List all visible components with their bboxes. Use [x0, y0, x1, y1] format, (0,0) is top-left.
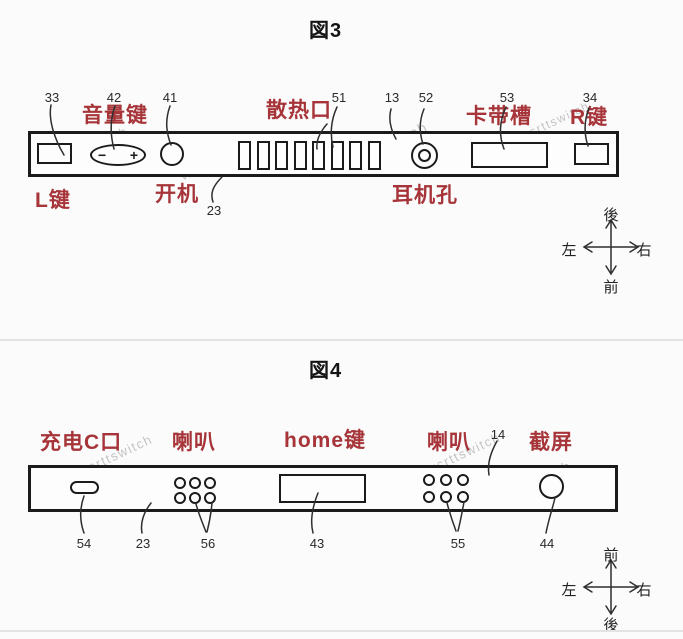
speaker-hole: [440, 474, 452, 486]
part-number-41: 41: [162, 90, 178, 105]
part-number-52: 52: [418, 90, 434, 105]
label-speaker-left: 喇叭: [172, 431, 216, 454]
compass-left-label: 左: [561, 582, 577, 599]
speaker-hole: [204, 477, 216, 489]
l-button: [37, 143, 72, 164]
speaker-hole: [457, 491, 469, 503]
label-charge-port: 充电C口: [40, 431, 123, 454]
vent-slot: [367, 141, 381, 170]
part-number-34: 34: [582, 90, 598, 105]
power-button: [160, 142, 184, 166]
volume-rocker: − +: [90, 144, 146, 166]
part-number-13: 13: [384, 90, 400, 105]
speaker-hole: [189, 492, 201, 504]
label-r-key: R键: [570, 106, 609, 129]
vent-slot: [330, 141, 344, 170]
compass-back-label: 後: [603, 617, 619, 634]
vent-slot: [238, 141, 251, 170]
label-card-slot: 卡带槽: [466, 105, 532, 128]
section-divider: [0, 339, 683, 341]
r-button: [574, 143, 609, 165]
part-number-56: 56: [200, 536, 216, 551]
leader-23: [211, 176, 223, 203]
part-number-23: 23: [206, 203, 222, 218]
label-cooling-vent: 散热口: [266, 99, 332, 122]
screenshot-button: [539, 474, 564, 499]
usb-c-port: [70, 481, 99, 494]
part-number-55: 55: [450, 536, 466, 551]
compass-front-label: 前: [603, 547, 619, 564]
label-power: 开机: [155, 183, 199, 206]
figure4-title: 図4: [309, 360, 343, 382]
cooling-vent-slots: [238, 141, 381, 170]
volume-minus-glyph: −: [98, 147, 107, 163]
label-l-key: L键: [35, 189, 71, 212]
label-home-key: home键: [284, 429, 367, 452]
part-number-23b: 23: [135, 536, 151, 551]
speaker-hole: [457, 474, 469, 486]
speaker-hole: [174, 477, 186, 489]
vent-slot: [349, 141, 362, 170]
part-number-44: 44: [539, 536, 555, 551]
compass-back-label: 後: [603, 207, 619, 224]
speaker-left-holes: [174, 477, 216, 504]
part-number-14: 14: [490, 427, 506, 442]
label-screenshot: 截屏: [529, 431, 573, 454]
compass-right-label: 右: [636, 582, 652, 599]
speaker-hole: [423, 491, 435, 503]
vent-slot: [293, 141, 307, 170]
headphone-jack-inner: [418, 149, 431, 162]
figure3-title: 図3: [309, 20, 343, 42]
home-button: [279, 474, 366, 503]
speaker-hole: [440, 491, 452, 503]
speaker-hole: [189, 477, 201, 489]
part-number-42: 42: [106, 90, 122, 105]
bottom-divider: [0, 630, 683, 632]
vent-slot: [256, 141, 270, 170]
compass-left-label: 左: [561, 242, 577, 259]
part-number-43: 43: [309, 536, 325, 551]
speaker-right-holes: [423, 474, 469, 503]
part-number-54: 54: [76, 536, 92, 551]
volume-plus-glyph: +: [129, 147, 138, 163]
vent-slot: [312, 141, 325, 170]
compass-right-label: 右: [636, 242, 652, 259]
speaker-hole: [423, 474, 435, 486]
part-number-33: 33: [44, 90, 60, 105]
label-headphone-jack: 耳机孔: [392, 184, 458, 207]
speaker-hole: [204, 492, 216, 504]
compass-front-label: 前: [603, 279, 619, 296]
speaker-hole: [174, 492, 186, 504]
part-number-53: 53: [499, 90, 515, 105]
game-card-slot: [471, 142, 548, 168]
vent-slot: [275, 141, 288, 170]
console-bottom-edge-body: [28, 465, 618, 512]
part-number-51: 51: [331, 90, 347, 105]
label-speaker-right: 喇叭: [427, 431, 471, 454]
label-volume-key: 音量键: [82, 104, 148, 127]
